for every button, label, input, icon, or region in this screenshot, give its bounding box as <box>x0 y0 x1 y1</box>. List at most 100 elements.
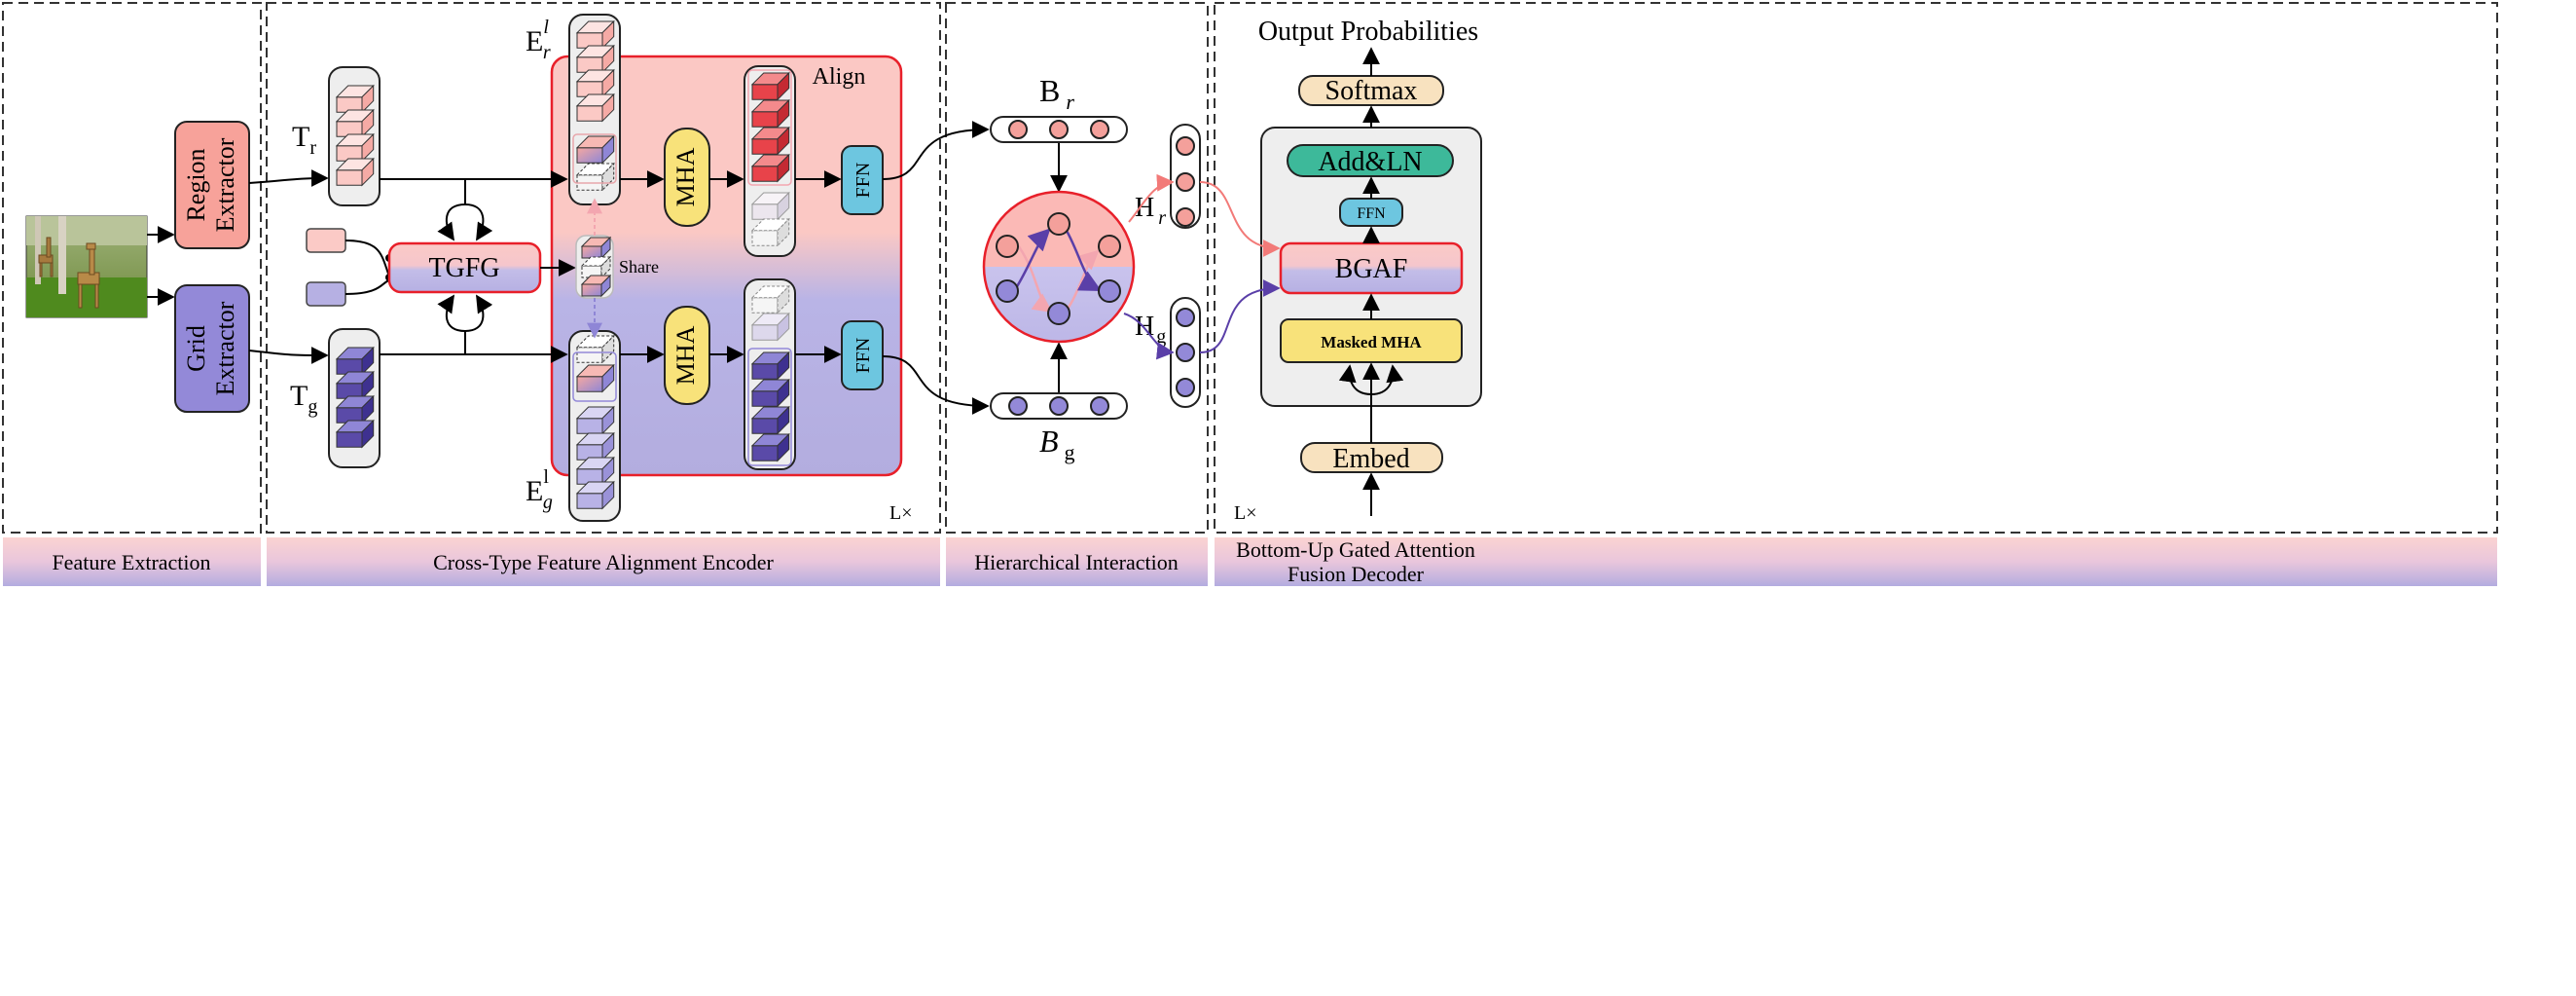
token-cube <box>777 378 790 408</box>
decoder-arrows <box>1338 47 1404 516</box>
panel-title-bars: Feature Extraction Cross-Type Feature Al… <box>3 537 2497 586</box>
token-cube <box>576 418 603 434</box>
extraction-arrows <box>147 226 175 306</box>
bg-node-row <box>990 392 1128 420</box>
interaction-graph <box>982 190 1136 344</box>
mha-arrows <box>620 170 744 363</box>
token-cube <box>751 297 779 314</box>
graph-edges <box>1014 228 1102 314</box>
token-cube <box>751 418 779 434</box>
token-cube <box>361 346 375 376</box>
token-cube <box>751 445 779 461</box>
tg-token-stack <box>328 328 381 468</box>
encoder-repeat-label: L× <box>889 502 913 524</box>
h-to-bgaf-arrows <box>1199 181 1281 353</box>
mha-top-label: MHA <box>671 147 700 206</box>
graph-to-h-arrows <box>1123 173 1175 360</box>
mha-bottom-label: MHA <box>671 325 700 385</box>
token-cube <box>361 394 375 424</box>
interaction-bar <box>946 537 1208 586</box>
token-cube <box>361 84 375 114</box>
mha-top: MHA <box>664 128 710 227</box>
token-cube <box>777 191 790 221</box>
embed-block: Embed <box>1300 442 1443 474</box>
feature-extraction-frame <box>2 2 262 534</box>
token-cube <box>361 108 375 138</box>
tr-label: Tr <box>292 121 316 159</box>
token-cube <box>777 217 790 247</box>
token-cube <box>601 19 615 50</box>
token-cube <box>601 480 615 510</box>
grid-extractor-label-1: Grid <box>182 325 210 372</box>
out-bottom-cubes <box>750 284 790 462</box>
align-block <box>550 55 903 477</box>
token-cube <box>751 324 779 341</box>
ffn-bottom: FFN <box>841 320 884 390</box>
token-cube <box>581 245 602 259</box>
token-cube <box>777 126 790 156</box>
out-top-cubes <box>750 71 790 247</box>
tg-label: Tg <box>290 380 317 418</box>
encoder-bar <box>267 537 940 586</box>
decoder-bar <box>1215 537 2497 586</box>
ffn-arrows <box>795 121 990 415</box>
output-probabilities: Output Probabilities <box>1258 17 1478 47</box>
ffn-top: FFN <box>841 145 884 215</box>
token-cube <box>751 230 779 246</box>
graph-node-r-right <box>1098 235 1121 258</box>
token-cube <box>336 431 363 448</box>
eg-stack <box>568 330 621 522</box>
input-image <box>25 215 148 318</box>
query-connectors <box>345 240 390 295</box>
token-cube <box>777 284 790 314</box>
tgfg-label: TGFG <box>428 253 499 283</box>
token-cube <box>576 493 603 509</box>
token-cube <box>777 432 790 462</box>
token-cube <box>751 390 779 407</box>
graph-node-g-bottom <box>1047 302 1070 325</box>
token-cube <box>600 255 611 279</box>
token-cube <box>751 111 779 128</box>
tg-cubes <box>335 346 375 449</box>
hr-node-column <box>1170 124 1201 229</box>
graph-node-g-right <box>1098 279 1121 303</box>
eg-cubes <box>575 334 615 510</box>
region-extractor: Region Extractor <box>174 121 250 249</box>
region-query-box <box>306 228 346 253</box>
tr-token-stack <box>328 66 381 206</box>
token-cube <box>361 370 375 400</box>
interaction-frame <box>945 2 1209 534</box>
token-cube <box>601 405 615 435</box>
decoder-ffn-label: FFN <box>1357 205 1386 222</box>
embed-label: Embed <box>1332 444 1409 474</box>
token-cube <box>576 105 603 122</box>
region-extractor-label-1: Region <box>182 148 210 221</box>
token-cube <box>601 456 615 486</box>
share-label: Share <box>619 257 659 277</box>
token-cube <box>361 419 375 449</box>
attn-out-bottom <box>744 278 796 470</box>
token-cube <box>777 405 790 435</box>
share-stack <box>575 235 614 299</box>
token-cube <box>777 312 790 342</box>
hg-node-column <box>1170 297 1201 408</box>
token-cube <box>361 157 375 187</box>
bgaf-label: BGAF <box>1335 254 1408 284</box>
token-cube <box>576 147 603 164</box>
softmax-block: Softmax <box>1298 75 1444 106</box>
token-cube <box>601 363 615 393</box>
token-cube <box>751 203 779 220</box>
masked-mha-label: Masked MHA <box>1321 333 1422 351</box>
token-cube <box>601 68 615 98</box>
token-cube <box>601 44 615 74</box>
er-cubes <box>575 19 615 192</box>
feature-extraction-title: Feature Extraction <box>52 550 210 574</box>
token-cube <box>336 169 363 186</box>
token-cube <box>751 363 779 380</box>
token-cube <box>361 132 375 163</box>
grid-extractor-label-2: Extractor <box>211 301 239 395</box>
share-cubes <box>580 236 612 298</box>
